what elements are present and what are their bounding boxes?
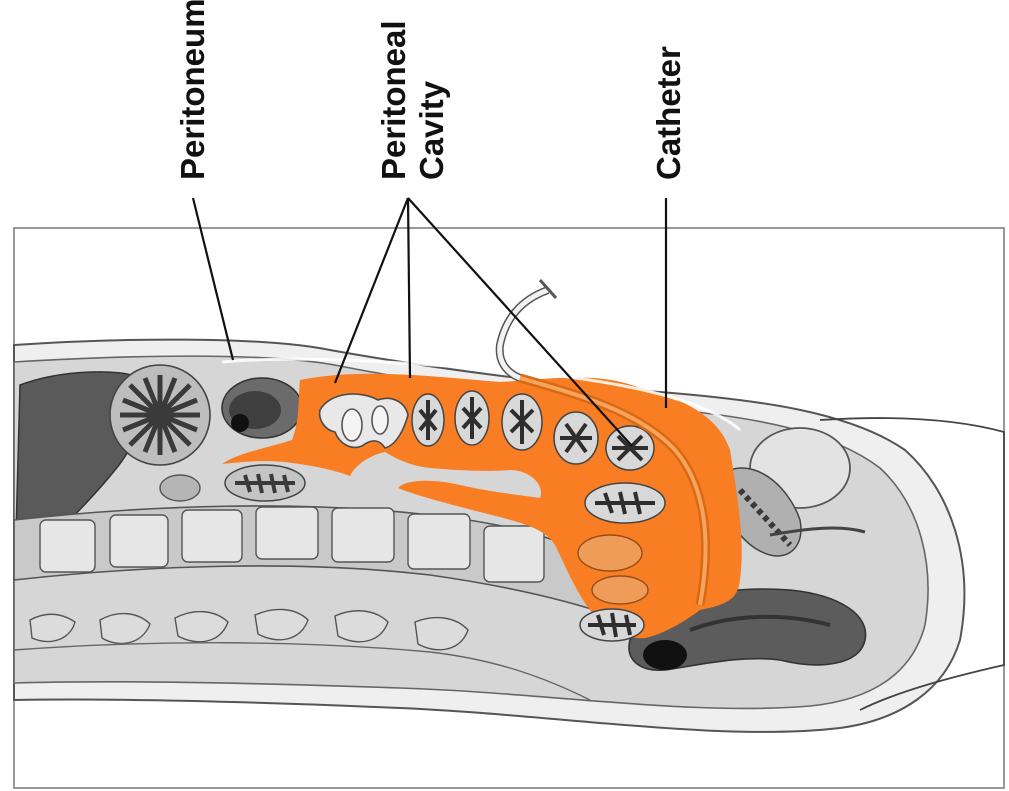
label-peritoneal-cavity-line1: Peritoneal (375, 20, 412, 180)
pancreas (160, 475, 200, 501)
small-intestine-loop (225, 465, 305, 501)
label-peritoneal-cavity-line2: Cavity (413, 80, 450, 180)
transverse-colon (222, 378, 302, 438)
label-peritoneum: Peritoneum (174, 0, 211, 180)
stomach (110, 365, 210, 465)
label-catheter: Catheter (650, 46, 687, 180)
